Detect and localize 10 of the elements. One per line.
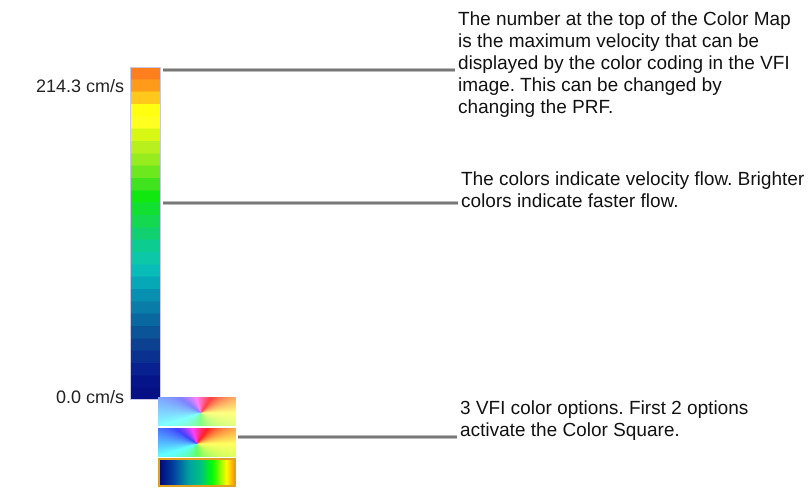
color-options-drawing: [158, 397, 236, 487]
callout-text: 3 VFI color options. First 2 options activate the Color Square.: [460, 398, 750, 442]
color-scale-bar: [130, 67, 161, 400]
leader-line: [163, 68, 455, 72]
scale-value-label: 214.3 cm/s: [34, 76, 124, 96]
callout-text: The number at the top of the Color Map is the maximum velocity that can be displayed by the color coding in the VFI image. This can be changed by changing the PRF.: [458, 9, 803, 119]
callout-text: The colors indicate velocity flow. Brighter colors indicate faster flow.: [461, 169, 806, 213]
scale-value-label: 0.0 cm/s: [54, 387, 124, 407]
leader-line: [163, 202, 458, 204]
leader-line: [238, 436, 457, 438]
